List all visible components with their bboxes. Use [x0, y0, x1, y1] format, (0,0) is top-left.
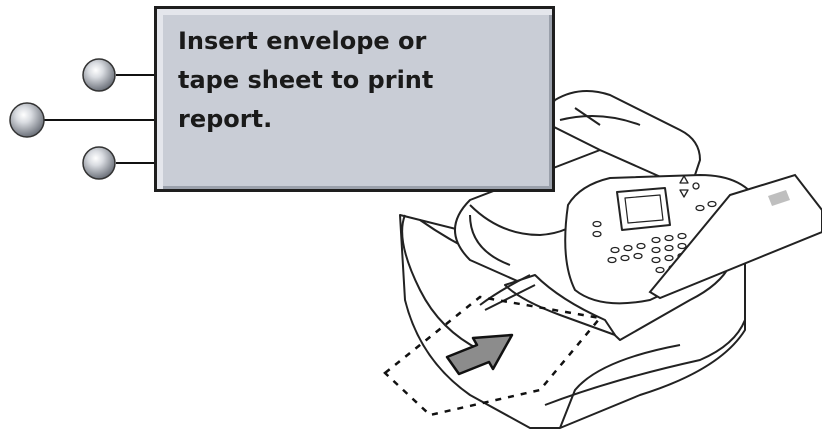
display-line-2: tape sheet to print — [178, 66, 434, 94]
display-line-1: Insert envelope or — [178, 27, 427, 55]
softkey-top[interactable] — [82, 58, 156, 92]
insert-arrow-icon — [445, 333, 514, 376]
softkey-middle[interactable] — [9, 102, 156, 138]
softkey-bottom-icon — [82, 146, 116, 180]
tape-sheet-outline — [383, 295, 603, 417]
lcd-display — [154, 6, 555, 192]
envelope — [648, 173, 822, 300]
softkey-middle-icon — [9, 102, 45, 138]
softkey-top-icon — [82, 58, 116, 92]
softkey-bottom[interactable] — [82, 146, 156, 180]
display-line-3: report. — [178, 105, 273, 133]
display-message: Insert envelope or tape sheet to print r… — [178, 22, 538, 139]
